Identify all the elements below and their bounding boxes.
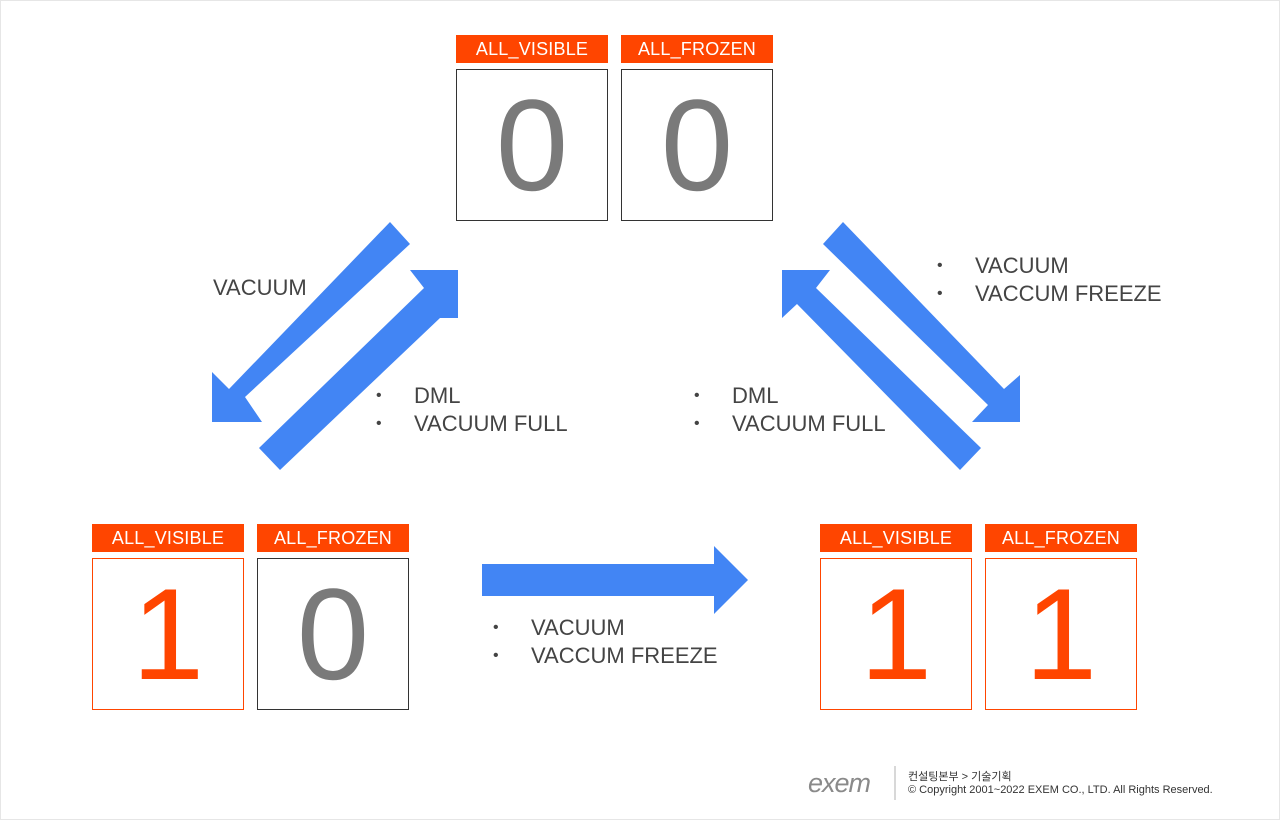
value-all-frozen: 0 bbox=[257, 558, 409, 710]
cell-all-visible: ALL_VISIBLE 0 bbox=[456, 35, 608, 221]
label-item: VACUUM FULL bbox=[376, 410, 568, 438]
state-bottom-left: ALL_VISIBLE 1 ALL_FROZEN 0 bbox=[92, 524, 410, 714]
value-all-visible: 1 bbox=[820, 558, 972, 710]
header-all-frozen: ALL_FROZEN bbox=[621, 35, 773, 63]
state-bottom-right: ALL_VISIBLE 1 ALL_FROZEN 1 bbox=[820, 524, 1138, 714]
header-all-visible: ALL_VISIBLE bbox=[92, 524, 244, 552]
label-item: VACUUM bbox=[493, 614, 718, 642]
label-right-to-top: DML VACUUM FULL bbox=[694, 382, 886, 438]
label-top-to-left: VACUUM bbox=[213, 275, 307, 300]
arrow-left-to-top bbox=[259, 270, 458, 470]
arrow-top-to-right bbox=[823, 222, 1020, 422]
value-all-frozen: 1 bbox=[985, 558, 1137, 710]
cell-all-visible: ALL_VISIBLE 1 bbox=[92, 524, 244, 710]
arrow-top-to-left bbox=[212, 222, 410, 422]
label-item: DML bbox=[376, 382, 568, 410]
header-all-frozen: ALL_FROZEN bbox=[985, 524, 1137, 552]
cell-all-visible: ALL_VISIBLE 1 bbox=[820, 524, 972, 710]
label-item: DML bbox=[694, 382, 886, 410]
label-left-to-right: VACUUM VACCUM FREEZE bbox=[493, 614, 718, 670]
header-all-visible: ALL_VISIBLE bbox=[456, 35, 608, 63]
arrow-right-to-top bbox=[782, 270, 981, 470]
label-item: VACCUM FREEZE bbox=[493, 642, 718, 670]
exem-logo: exem bbox=[808, 768, 871, 798]
state-top: ALL_VISIBLE 0 ALL_FROZEN 0 bbox=[456, 35, 774, 225]
header-all-visible: ALL_VISIBLE bbox=[820, 524, 972, 552]
footer-department: 컨설팅본부 > 기술기획 bbox=[908, 771, 1012, 783]
cell-all-frozen: ALL_FROZEN 0 bbox=[621, 35, 773, 221]
label-top-to-right: VACUUM VACCUM FREEZE bbox=[937, 252, 1162, 308]
value-all-frozen: 0 bbox=[621, 69, 773, 221]
footer-divider bbox=[894, 766, 896, 800]
cell-all-frozen: ALL_FROZEN 0 bbox=[257, 524, 409, 710]
label-item: VACCUM FREEZE bbox=[937, 280, 1162, 308]
label-left-to-top: DML VACUUM FULL bbox=[376, 382, 568, 438]
value-all-visible: 0 bbox=[456, 69, 608, 221]
header-all-frozen: ALL_FROZEN bbox=[257, 524, 409, 552]
cell-all-frozen: ALL_FROZEN 1 bbox=[985, 524, 1137, 710]
arrow-left-to-right bbox=[482, 546, 748, 614]
label-item: VACUUM bbox=[937, 252, 1162, 280]
value-all-visible: 1 bbox=[92, 558, 244, 710]
label-item: VACUUM FULL bbox=[694, 410, 886, 438]
footer-copyright: © Copyright 2001~2022 EXEM CO., LTD. All… bbox=[908, 784, 1213, 796]
